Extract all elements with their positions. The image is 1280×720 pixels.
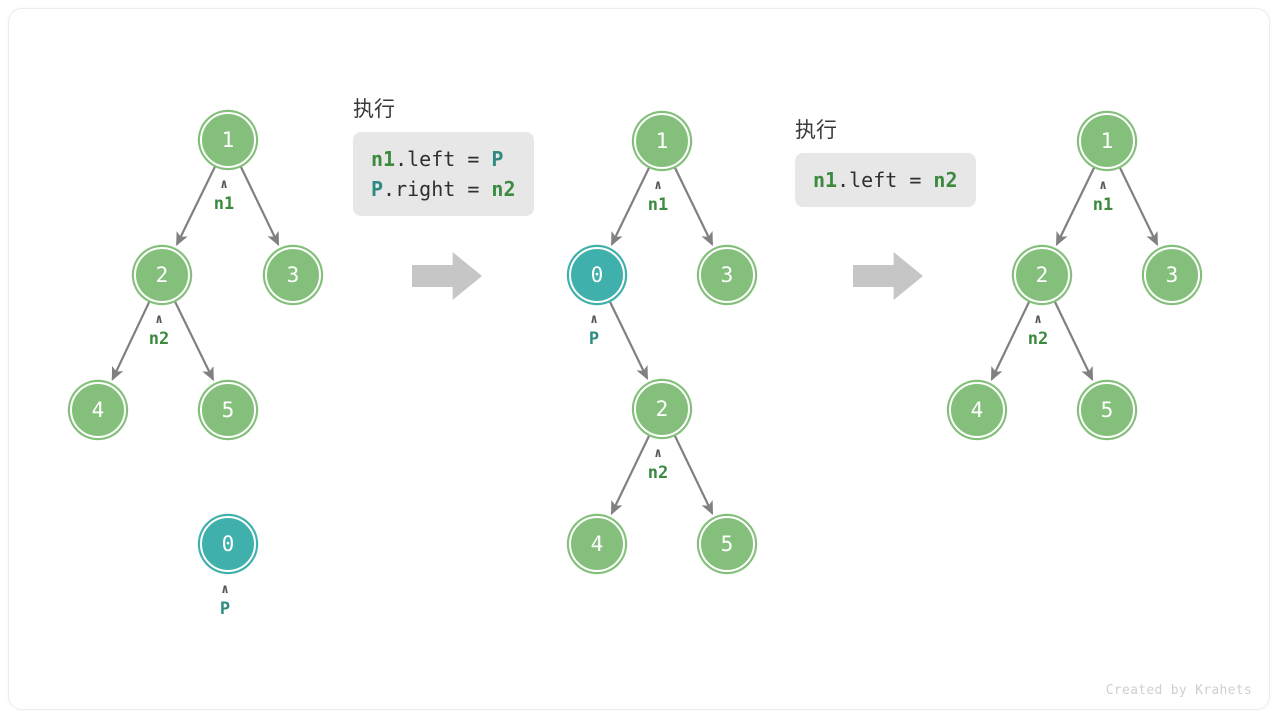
- code-line: P.right = n2: [371, 174, 516, 204]
- code-token: n1: [371, 147, 396, 171]
- tree-node[interactable]: 0: [569, 247, 625, 303]
- code-token: n1: [813, 168, 838, 192]
- tree-node[interactable]: 1: [1079, 113, 1135, 169]
- tree-node[interactable]: 1: [200, 112, 256, 168]
- code-token: .left =: [395, 147, 492, 171]
- tree-node[interactable]: 5: [200, 382, 256, 438]
- tree-node[interactable]: 5: [699, 516, 755, 572]
- credit-text: Created by Krahets: [1105, 683, 1252, 698]
- tree-node[interactable]: 1: [634, 113, 690, 169]
- code-token: P: [371, 177, 384, 201]
- step-2: 执行 n1.left = n2: [795, 117, 976, 207]
- step-title: 执行: [795, 118, 837, 142]
- code-token: .right =: [383, 177, 492, 201]
- code-block: n1.left = n2: [795, 153, 976, 207]
- tree-node[interactable]: 2: [134, 247, 190, 303]
- tree-node[interactable]: 0: [200, 516, 256, 572]
- code-token: P: [491, 147, 504, 171]
- tree-node[interactable]: 2: [634, 381, 690, 437]
- code-token: n2: [491, 177, 516, 201]
- tree-node[interactable]: 2: [1014, 247, 1070, 303]
- tree-node[interactable]: 4: [569, 516, 625, 572]
- step-title: 执行: [353, 97, 395, 121]
- code-line: n1.left = P: [371, 144, 516, 174]
- tree-node[interactable]: 4: [70, 382, 126, 438]
- tree-node[interactable]: 3: [699, 247, 755, 303]
- tree-node[interactable]: 4: [949, 382, 1005, 438]
- code-line: n1.left = n2: [813, 165, 958, 195]
- tree-node[interactable]: 3: [265, 247, 321, 303]
- tree-node[interactable]: 5: [1079, 382, 1135, 438]
- tree-node[interactable]: 3: [1144, 247, 1200, 303]
- code-token: .left =: [837, 168, 934, 192]
- diagram-card: [8, 8, 1270, 710]
- code-token: n2: [933, 168, 958, 192]
